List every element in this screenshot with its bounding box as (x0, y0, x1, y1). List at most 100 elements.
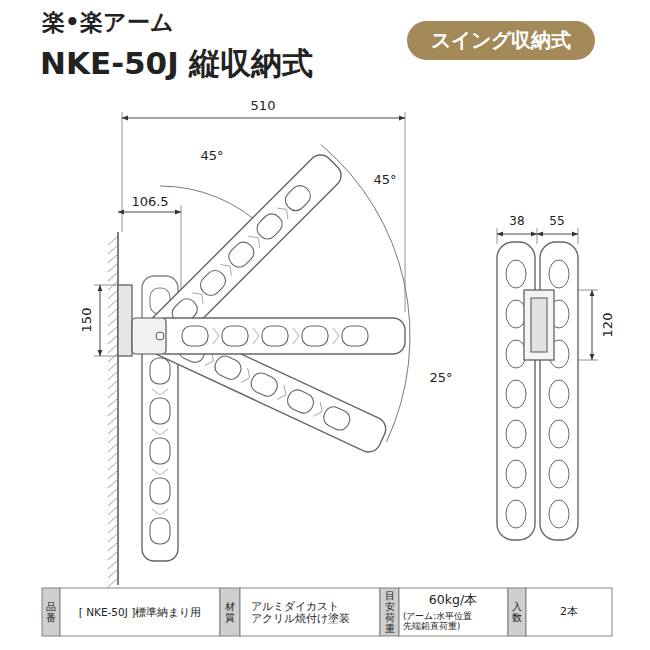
arm-rib (333, 328, 339, 344)
table-header: 目安荷重 (385, 590, 395, 634)
table-cell-text: [ NKE-50J ]標準納まり用 (77, 606, 204, 618)
wall-hatch (108, 542, 118, 551)
wall-hatch (108, 317, 118, 326)
wall-hatch (108, 290, 118, 299)
front-hole (506, 260, 526, 288)
hinge-block (132, 318, 166, 354)
arm-horizontal (154, 318, 405, 354)
dimension-value: 120 (601, 311, 616, 340)
extension-line (497, 228, 498, 244)
dimension-150 (100, 285, 101, 356)
angle-value: 25° (427, 371, 454, 386)
wall-hatch (108, 416, 118, 425)
dimension-38 (497, 234, 537, 235)
arm-hole (262, 326, 288, 346)
angle-value: 45° (371, 173, 398, 188)
arm-hole (321, 404, 353, 433)
wall-hatch (108, 389, 118, 398)
table-cell (399, 588, 508, 636)
wall-hatch (108, 461, 118, 470)
arm-hole (182, 326, 208, 346)
arm-rib (152, 429, 168, 435)
dimension-120 (592, 290, 593, 360)
arm-hole (212, 353, 244, 382)
model-title: NKE-50J 縦収納式 (38, 46, 315, 82)
front-hole (506, 500, 526, 528)
arm-body (147, 317, 390, 456)
front-bracket (524, 290, 554, 360)
arm-hole (225, 238, 258, 271)
dimension-value: 38 (507, 215, 526, 229)
arm-body (142, 330, 178, 561)
wall-hatch (108, 326, 118, 335)
dimension-value: 55 (547, 215, 566, 229)
front-bracket-inner (531, 298, 547, 352)
table-cell (240, 588, 380, 636)
wall-hatch (108, 398, 118, 407)
front-hole (506, 380, 526, 408)
wall-hatch (108, 497, 118, 506)
front-arm (540, 242, 578, 540)
wall-hatch (108, 299, 118, 308)
wall-hatch (108, 506, 118, 515)
wall-hatch (108, 380, 118, 389)
wall-hatch (108, 434, 118, 443)
extension-line (122, 112, 123, 232)
wall-hatch (108, 425, 118, 434)
wall-hatch (108, 443, 118, 452)
wall-hatch (108, 362, 118, 371)
arm-rib (152, 389, 168, 395)
wall-hatch (108, 263, 118, 272)
table-header-cell (380, 588, 399, 636)
arm-hole (284, 387, 316, 416)
wall-hatch (108, 272, 118, 281)
arm-rib (152, 509, 168, 515)
wall-hatch (108, 245, 118, 254)
wall-hatch (108, 515, 118, 524)
wall-hatch (108, 524, 118, 533)
wall-plate (118, 285, 132, 356)
table-cell-text: アルミダイカスト アクリル焼付け塗装 (251, 600, 369, 624)
front-hole (549, 420, 569, 448)
dimension-value: 510 (249, 99, 278, 114)
hinge-pin (156, 332, 164, 340)
wall-hatch (108, 308, 118, 317)
arm-rib (213, 328, 219, 344)
arm-hole (150, 438, 170, 464)
wall-hatch (108, 407, 118, 416)
wall-hatch (108, 281, 118, 290)
table-header: 材質 (225, 601, 235, 623)
wall-hatch (108, 533, 118, 542)
arm-hole (282, 182, 315, 215)
wall-hatch (108, 236, 118, 245)
arm-hole (150, 518, 170, 544)
wall-hatch (108, 371, 118, 380)
table-header-cell (42, 588, 60, 636)
arm-hole (302, 326, 328, 346)
front-arm (497, 242, 535, 540)
arm-hole (150, 358, 170, 384)
wall-hatch (108, 452, 118, 461)
extension-line (94, 285, 118, 286)
table-header: 入数 (512, 601, 522, 623)
front-hole (506, 300, 526, 328)
wall-hatch (108, 344, 118, 353)
badge-text: スイング収納式 (407, 21, 595, 60)
badge: スイング収納式 (407, 21, 595, 60)
arm-hole (197, 267, 230, 300)
arm-body (154, 318, 405, 354)
arm-hole (150, 478, 170, 504)
arm-hole (248, 370, 280, 399)
dimension-106-5 (118, 212, 181, 213)
front-hole (549, 460, 569, 488)
arm-stored-down (142, 330, 178, 561)
wall-hatch (108, 578, 118, 587)
front-hole (506, 420, 526, 448)
dimension-510 (122, 118, 405, 119)
table-cell (526, 588, 612, 636)
dimension-value: 150 (80, 306, 95, 335)
front-hole (549, 260, 569, 288)
extension-line (181, 205, 182, 290)
